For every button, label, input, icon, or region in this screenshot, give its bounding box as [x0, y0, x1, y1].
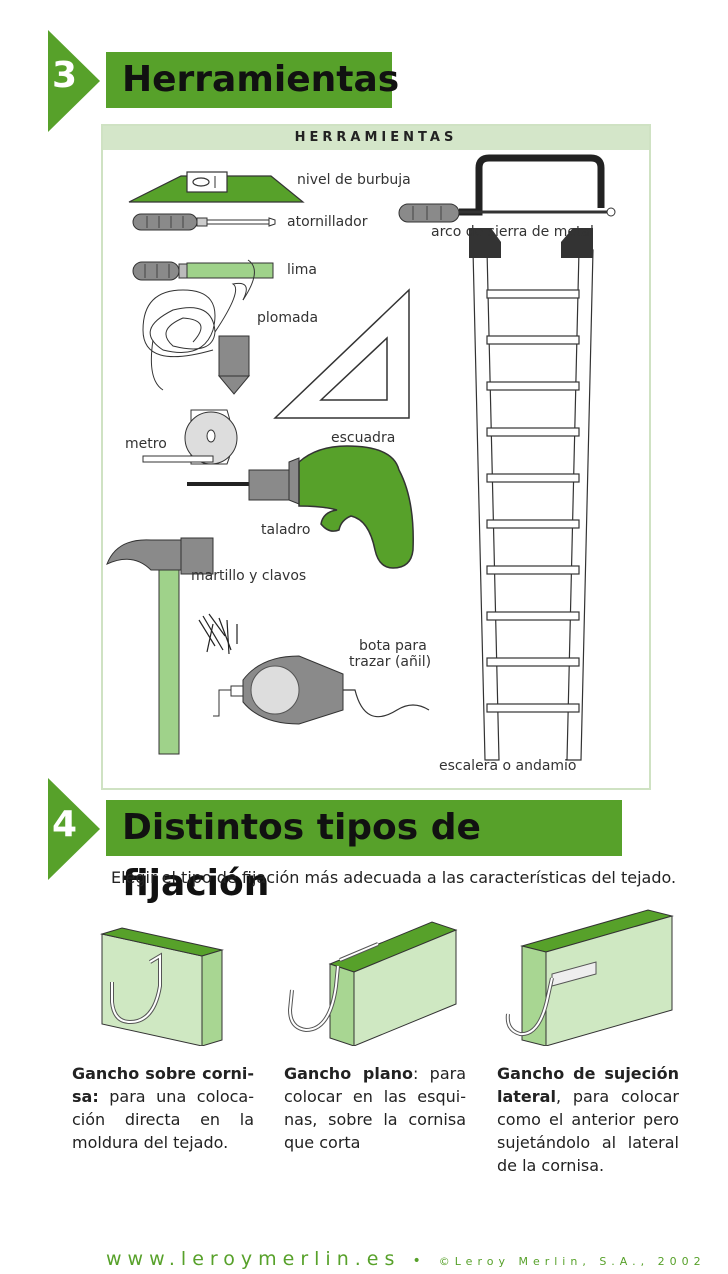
file-icon [132, 261, 274, 281]
fixing-illustrations [100, 909, 674, 1046]
cornice-hook-icon [100, 927, 224, 1046]
nails-icon [198, 613, 238, 655]
footer-url[interactable]: www.leroymerlin.es [106, 1248, 401, 1270]
tools-panel: HERRAMIENTAS [101, 124, 651, 790]
footer: www.leroymerlin.es • ©Leroy Merlin, S.A.… [106, 1248, 706, 1270]
label-lima: lima [287, 262, 317, 278]
set-square-icon [273, 288, 410, 419]
fixing-flat-hook-text: : para colocar en las esqui-nas, sobre l… [284, 1064, 466, 1152]
label-escalera: escalera o andamio [439, 758, 577, 774]
label-nivel: nivel de burbuja [297, 172, 411, 188]
fixing-cornice-hook-text: para una coloca-ción directa en la moldu… [72, 1087, 254, 1152]
flat-hook-icon [287, 921, 458, 1046]
section-4-arrow [48, 778, 100, 880]
tools-panel-title: HERRAMIENTAS [103, 126, 649, 150]
label-arco: arco de sierra de metal [431, 224, 594, 240]
tools-illustration [106, 154, 616, 761]
section-3-arrow [48, 30, 100, 132]
label-bota-1: bota para [359, 638, 427, 654]
spirit-level-icon [128, 171, 305, 203]
fixing-cornice-hook-title: Gancho sobre corni-sa: [72, 1064, 254, 1106]
plumb-line-icon [142, 259, 255, 395]
label-bota-2: trazar (añil) [349, 654, 432, 670]
fixing-cornice-hook: Gancho sobre corni-sa: para una coloca-c… [72, 1062, 254, 1154]
fixing-lateral-hook: Gancho de sujeción lateral, para colocar… [497, 1062, 679, 1177]
ladder-icon [469, 228, 594, 761]
hammer-icon [106, 537, 214, 755]
section-4-title: Distintos tipos de fijación [106, 800, 622, 904]
footer-bullet: • [412, 1253, 427, 1269]
drill-icon [187, 445, 414, 569]
fixing-lateral-hook-title: Gancho de sujeción lateral [497, 1064, 679, 1106]
section-3-number: 3 [52, 55, 78, 96]
section-4-intro: Elegir el tipo de fijación más adecuada … [111, 868, 677, 887]
hacksaw-icon [398, 154, 616, 223]
tape-measure-icon [142, 409, 238, 465]
footer-copyright: ©Leroy Merlin, S.A., 2002 [438, 1255, 706, 1268]
label-martillo: martillo y clavos [191, 568, 307, 584]
section-3-title: Herramientas [106, 52, 399, 108]
lateral-hook-icon [505, 909, 674, 1046]
fixing-lateral-hook-text: , para colocar como el anterior pero suj… [497, 1087, 679, 1175]
chalk-line-icon [213, 655, 430, 725]
label-atornillador: atornillador [287, 214, 368, 230]
screwdriver-icon [132, 213, 276, 231]
label-taladro: taladro [261, 522, 311, 538]
label-metro: metro [125, 436, 167, 452]
fixing-flat-hook: Gancho plano: para colocar en las esqui-… [284, 1062, 466, 1154]
section-4-number: 4 [52, 804, 78, 845]
label-escuadra: escuadra [331, 430, 396, 446]
label-plomada: plomada [257, 310, 319, 326]
fixing-flat-hook-title: Gancho plano [284, 1064, 414, 1083]
